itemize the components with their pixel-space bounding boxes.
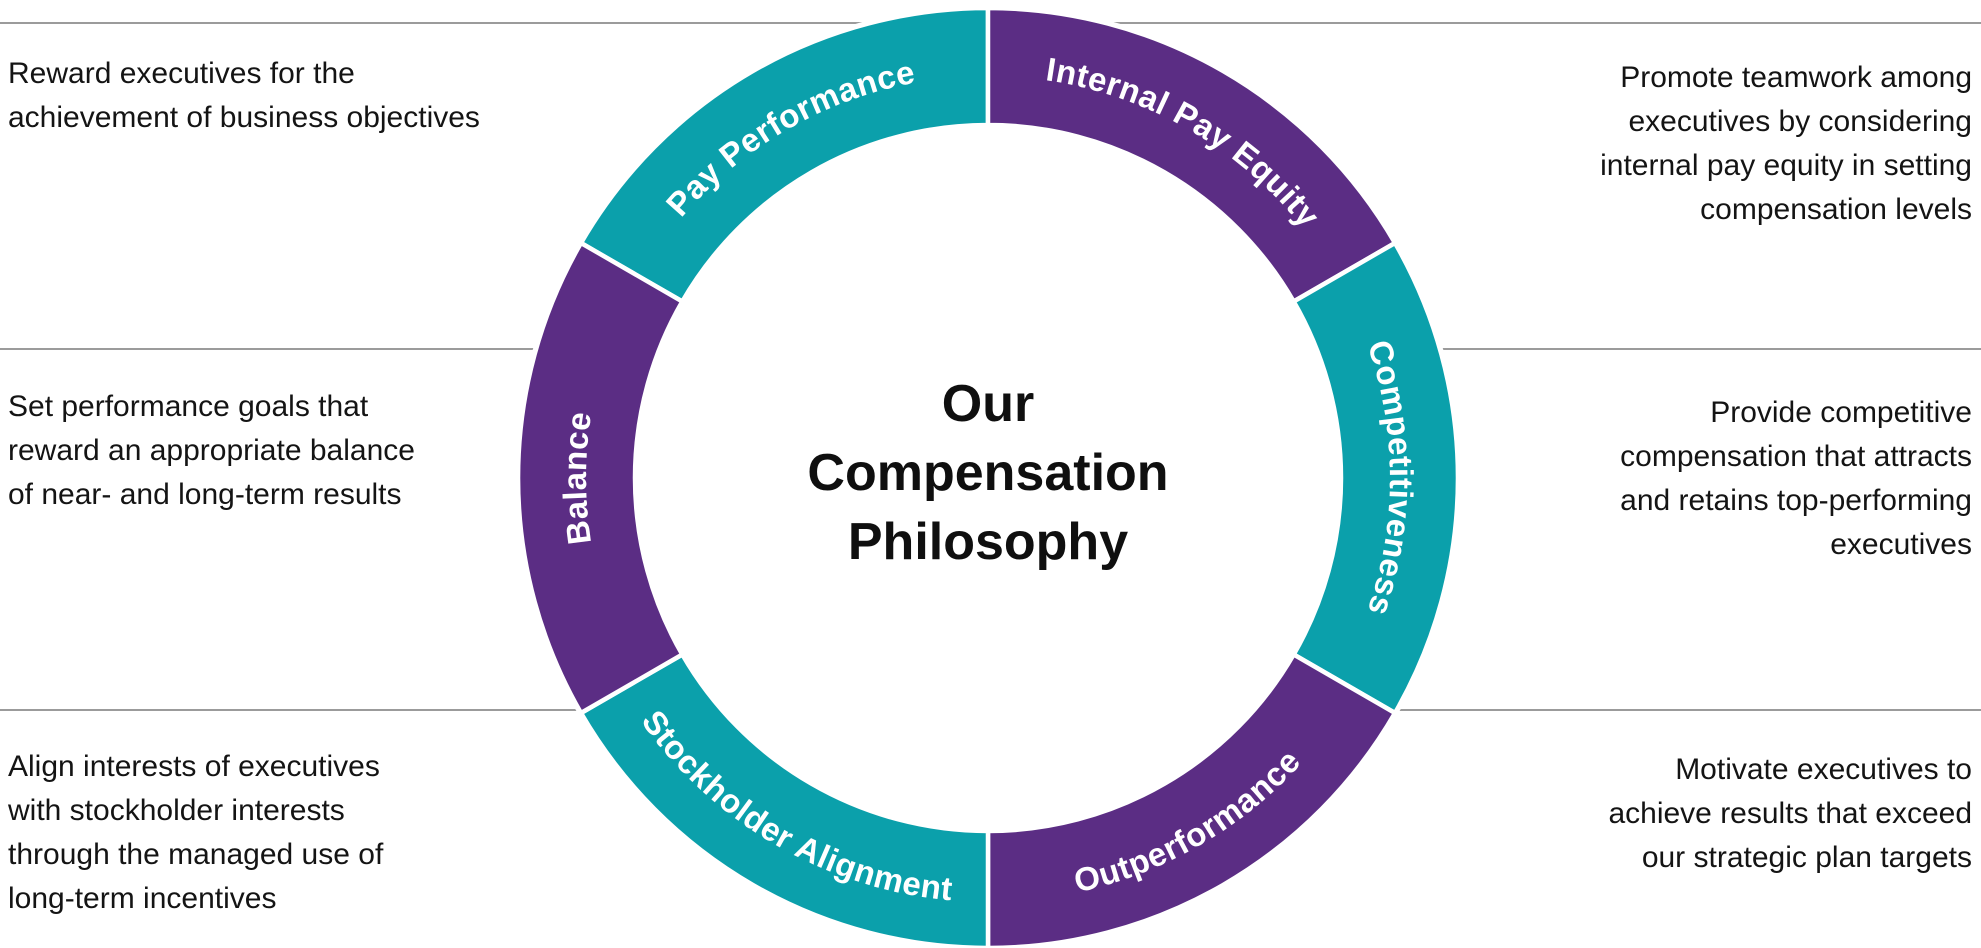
description-pay-performance: Reward executives for the achievement of… [8,57,480,134]
description-competitiveness: Provide competitive compensation that at… [1620,396,1972,561]
description-outperformance: Motivate executives to achieve results t… [1608,753,1972,874]
donut-white-backing [515,5,1461,948]
description-internal-pay-equity: Promote teamwork among executives by con… [1600,61,1972,226]
center-title: Our Compensation Philosophy [807,375,1169,571]
description-stockholder-alignment: Align interests of executives with stock… [8,750,384,915]
segment-label-balance: Balance [556,409,598,547]
segment-balance [515,240,685,716]
description-balance: Set performance goals that reward an app… [8,390,415,511]
